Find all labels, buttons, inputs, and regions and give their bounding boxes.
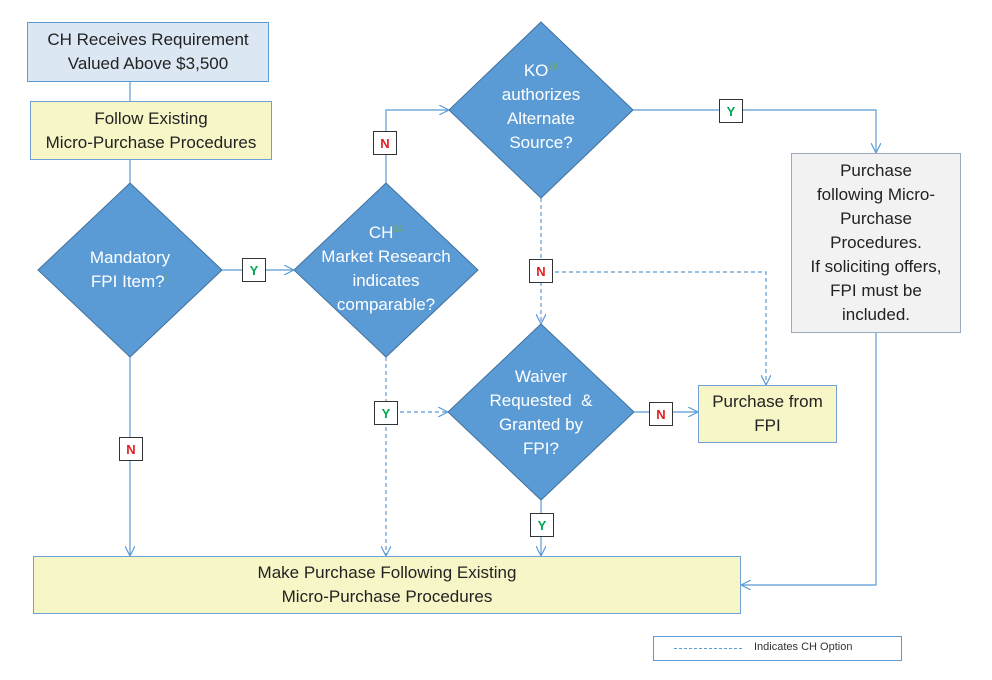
start-line-2: Valued Above $3,500 <box>67 54 229 73</box>
purchase-following-line-2: following Micro- <box>816 185 936 204</box>
purchase-fpi-box: Purchase from FPI <box>698 385 837 443</box>
waiver-yes-label: Y <box>530 513 554 537</box>
legend-dashed-line <box>674 648 742 649</box>
mandatory-line-2: FPI Item? <box>90 272 165 291</box>
follow-existing-line-1: Follow Existing <box>94 108 208 128</box>
mandatory-no-label: N <box>119 437 143 461</box>
legend: Indicates CH Option <box>653 636 902 661</box>
market-research-line-4: comparable? <box>336 295 436 314</box>
make-purchase-box: Make Purchase Following Existing Micro-P… <box>33 556 741 614</box>
waiver-line-4: FPI? <box>523 439 559 458</box>
market-research-yes-label: Y <box>374 401 398 425</box>
waiver-line-1: Waiver <box>514 367 568 386</box>
start-line-1: CH Receives Requirement <box>47 30 249 49</box>
market-research-ch: CH <box>368 223 394 242</box>
market-research-line-3: indicates <box>352 271 420 290</box>
purchase-following-line-3: Purchase <box>840 209 912 228</box>
waiver-text: Waiver Requested & Granted by FPI? <box>478 364 604 462</box>
purchase-following-line-5: If soliciting offers, <box>810 257 942 276</box>
arrow-purchase-following-to-make <box>742 333 877 585</box>
purchase-following-line-6: FPI must be <box>830 281 922 300</box>
purchase-fpi-line-1: Purchase from <box>712 392 823 411</box>
ko-line-4: Source? <box>509 133 573 152</box>
follow-existing-line-2: Micro-Purchase Procedures <box>45 132 257 152</box>
footnote-2a: 2A <box>393 224 404 234</box>
ko-yes-label: Y <box>719 99 743 123</box>
mandatory-fpi-text: Mandatory FPI Item?1 <box>68 245 192 295</box>
waiver-line-2: Requested & <box>489 391 593 410</box>
ko-line-2: authorizes <box>501 85 581 104</box>
ko-line-3: Alternate <box>506 109 576 128</box>
arrow-market-no <box>385 110 448 183</box>
dashed-arrow-ko-no-to-fpi <box>541 271 766 384</box>
purchase-fpi-line-2: FPI <box>754 416 781 435</box>
waiver-no-label: N <box>649 402 673 426</box>
make-purchase-line-1: Make Purchase Following Existing <box>257 563 517 582</box>
market-research-line-2: Market Research <box>321 247 451 266</box>
ko-no-label: N <box>529 259 553 283</box>
purchase-following-line-7: included. <box>841 305 911 324</box>
start-box: CH Receives Requirement Valued Above $3,… <box>27 22 269 82</box>
purchase-following-line-4: Procedures. <box>830 233 922 252</box>
market-research-no-label: N <box>373 131 397 155</box>
legend-text: Indicates CH Option <box>754 641 853 653</box>
purchase-following-box: Purchase following Micro- Purchase Proce… <box>791 153 961 333</box>
follow-existing-box: Follow Existing Micro-Purchase Procedure… <box>30 101 272 160</box>
mandatory-yes-label: Y <box>242 258 266 282</box>
arrow-ko-yes <box>633 109 876 152</box>
make-purchase-line-2: Micro-Purchase Procedures <box>281 587 493 606</box>
mandatory-line-1: Mandatory <box>89 248 171 267</box>
footnote-2b: 2B <box>548 62 559 72</box>
ko-authorizes-text: KO2B authorizes Alternate Source? <box>478 58 604 156</box>
market-research-text: CH2A Market Research indicates comparabl… <box>311 220 461 318</box>
footnote-1: 1 <box>164 273 170 283</box>
purchase-following-line-1: Purchase <box>840 161 912 180</box>
ko-label: KO <box>523 61 549 80</box>
waiver-line-3: Granted by <box>498 415 584 434</box>
